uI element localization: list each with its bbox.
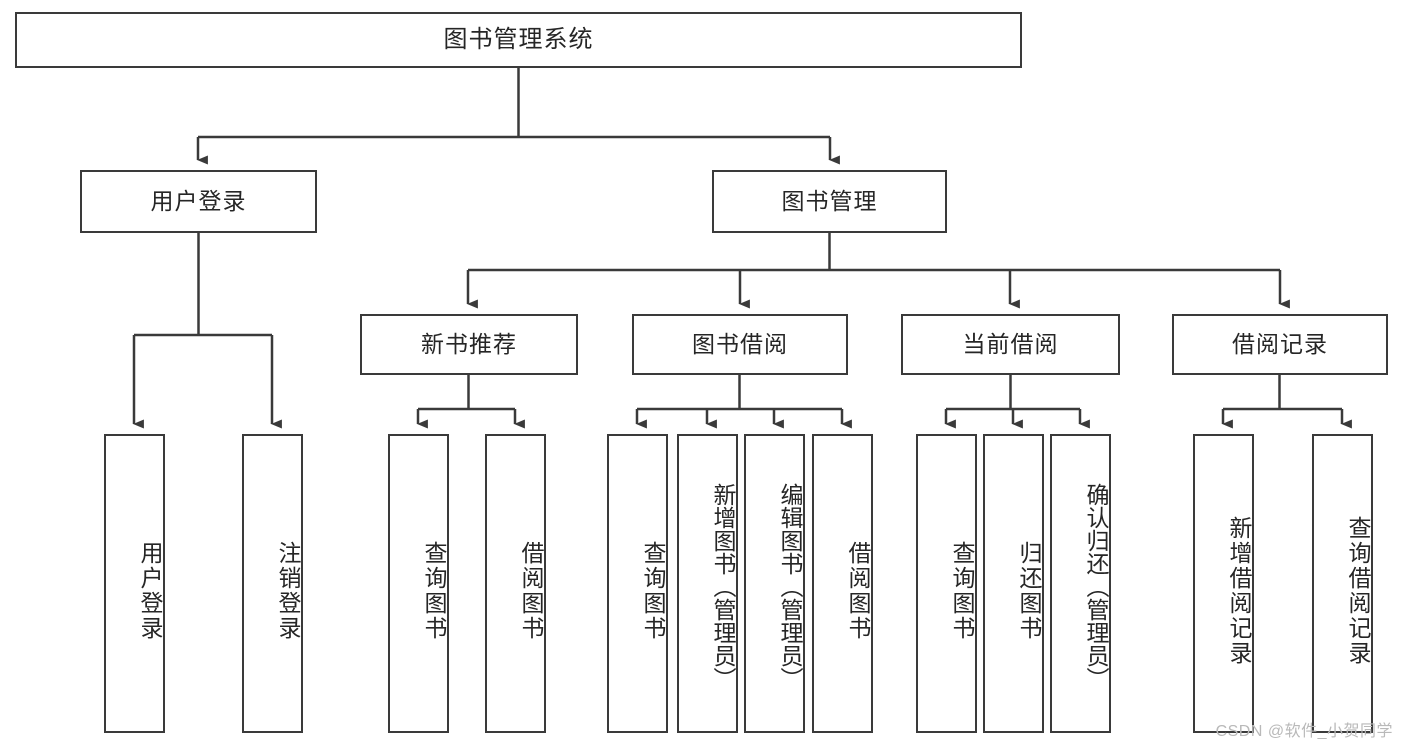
leaf-user-login[interactable]: 用户登录 bbox=[104, 434, 165, 733]
node-root-system[interactable]: 图书管理系统 bbox=[15, 12, 1022, 68]
leaf-query-book-borrow[interactable]: 查询图书 bbox=[607, 434, 668, 733]
node-book-borrow[interactable]: 图书借阅 bbox=[632, 314, 848, 375]
node-new-book-recommend[interactable]: 新书推荐 bbox=[360, 314, 578, 375]
leaf-query-book-current[interactable]: 查询图书 bbox=[916, 434, 977, 733]
csdn-watermark: CSDN @软件_小贺同学 bbox=[1215, 723, 1393, 740]
leaf-query-book-recommend[interactable]: 查询图书 bbox=[388, 434, 449, 733]
node-current-borrow[interactable]: 当前借阅 bbox=[901, 314, 1120, 375]
leaf-logout[interactable]: 注销登录 bbox=[242, 434, 303, 733]
node-book-manage[interactable]: 图书管理 bbox=[712, 170, 947, 233]
leaf-borrow-book[interactable]: 借阅图书 bbox=[812, 434, 873, 733]
leaf-edit-book-admin[interactable]: 编辑图书（管理员） bbox=[744, 434, 805, 733]
leaf-query-borrow-record[interactable]: 查询借阅记录 bbox=[1312, 434, 1373, 733]
leaf-return-book[interactable]: 归还图书 bbox=[983, 434, 1044, 733]
node-user-login[interactable]: 用户登录 bbox=[80, 170, 317, 233]
node-borrow-record[interactable]: 借阅记录 bbox=[1172, 314, 1388, 375]
leaf-add-book-admin[interactable]: 新增图书（管理员） bbox=[677, 434, 738, 733]
leaf-confirm-return-admin[interactable]: 确认归还（管理员） bbox=[1050, 434, 1111, 733]
leaf-add-borrow-record[interactable]: 新增借阅记录 bbox=[1193, 434, 1254, 733]
leaf-borrow-book-recommend[interactable]: 借阅图书 bbox=[485, 434, 546, 733]
